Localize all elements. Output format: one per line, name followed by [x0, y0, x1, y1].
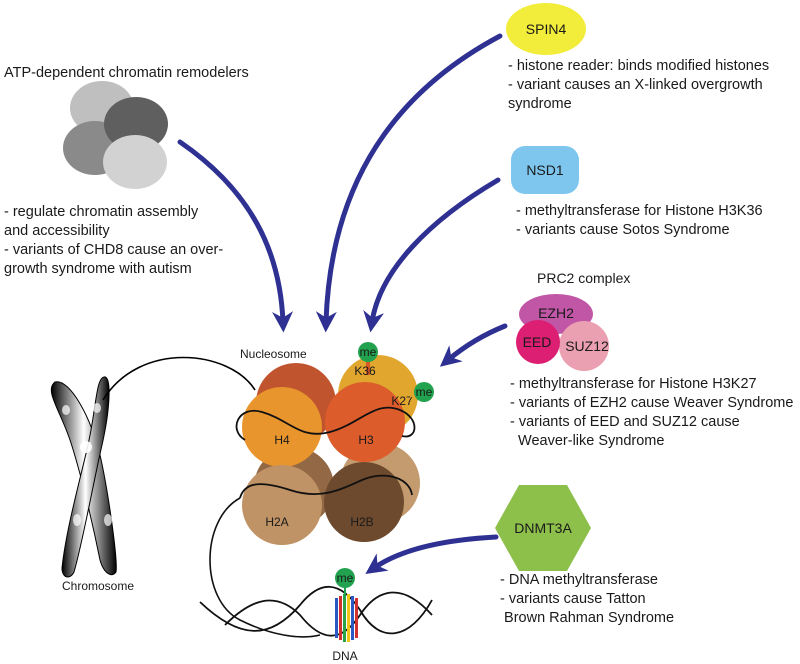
eed-shape [516, 320, 560, 364]
spin4-shape [506, 3, 586, 55]
chromosome-label: Chromosome [62, 579, 134, 593]
h4-label: H4 [274, 433, 290, 447]
prc2-desc-line: - methyltransferase for Histone H3K27 [510, 376, 757, 392]
me-label-dna: me [337, 571, 354, 585]
nsd1-desc-line: - variants cause Sotos Syndrome [516, 222, 730, 238]
dnmt3a-desc-line: - DNA methyltransferase [500, 572, 658, 588]
arrow-nsd1-to-nucleosome [363, 177, 501, 333]
dna-label: DNA [332, 649, 357, 663]
remodelers-description: - regulate chromatin assembly and access… [4, 204, 223, 277]
remodelers-desc-line: - variants of CHD8 cause an over- [4, 242, 223, 258]
spin4-desc-line: - histone reader: binds modified histone… [508, 58, 769, 74]
prc2-title: PRC2 complex [537, 270, 630, 286]
arrow-remodelers-to-nucleosome [177, 139, 294, 333]
h2a-histone [242, 465, 322, 545]
suz12-label: SUZ12 [565, 338, 609, 354]
prc2-desc-line: Weaver-like Syndrome [510, 433, 664, 449]
h2a-label: H2A [265, 515, 288, 529]
nsd1-shape [511, 146, 579, 194]
me-mark-k36 [358, 342, 378, 362]
remodelers-title: ATP-dependent chromatin remodelers [4, 65, 249, 81]
prc2-desc-line: - variants of EZH2 cause Weaver Syndrome [510, 395, 793, 411]
h3-label: H3 [358, 433, 374, 447]
nucleosome-icon [209, 353, 420, 638]
spin4-description: - histone reader: binds modified histone… [508, 58, 769, 112]
prc2-complex-icon [516, 294, 609, 371]
me-mark-dna [335, 568, 355, 588]
dna-exit-line [209, 497, 321, 638]
dnmt3a-desc-line: - variants cause Tatton [500, 591, 646, 607]
spin4-label: SPIN4 [526, 21, 567, 37]
remodeler-complex-icon [63, 81, 168, 189]
remodelers-desc-line: - regulate chromatin assembly [4, 204, 199, 220]
h3-histone [325, 382, 405, 462]
dna-helix-icon [199, 585, 433, 642]
suz12-shape [559, 321, 609, 371]
eed-label: EED [523, 334, 552, 350]
nsd1-description: - methyltransferase for Histone H3K36 - … [516, 203, 763, 238]
dnmt3a-label: DNMT3A [514, 520, 572, 536]
spin4-desc-line: - variant causes an X-linked overgrowth [508, 77, 763, 93]
me-label-k36: me [360, 345, 377, 359]
h2b-label: H2B [350, 515, 373, 529]
arrow-dnmt3a-to-dna [365, 534, 499, 574]
remodelers-desc-line: growth syndrome with autism [4, 261, 192, 277]
remodelers-desc-line: and accessibility [4, 223, 110, 239]
h2b-histone [324, 462, 404, 542]
arrow-spin4-to-nucleosome [315, 33, 503, 333]
ezh2-label: EZH2 [538, 305, 574, 321]
h4-histone [242, 387, 322, 467]
dnmt3a-shape [495, 485, 591, 571]
prc2-description: - methyltransferase for Histone H3K27 - … [510, 376, 793, 449]
k36-label: K36 [354, 364, 376, 378]
nsd1-label: NSD1 [526, 162, 564, 178]
dnmt3a-description: - DNA methyltransferase - variants cause… [500, 572, 674, 626]
spin4-desc-line: syndrome [508, 96, 572, 112]
chromatin-fiber-line [102, 356, 256, 401]
dna-wrap-upper [235, 406, 416, 441]
dna-wrap-lower [239, 474, 413, 499]
me-mark-k27 [414, 382, 434, 402]
nsd1-desc-line: - methyltransferase for Histone H3K36 [516, 203, 763, 219]
k27-label: K27 [391, 394, 413, 408]
prc2-desc-line: - variants of EED and SUZ12 cause [510, 414, 740, 430]
chromosome-icon [50, 376, 117, 578]
me-label-k27: me [416, 385, 433, 399]
nucleosome-title: Nucleosome [240, 347, 307, 361]
arrow-prc2-to-nucleosome [439, 323, 508, 367]
dnmt3a-desc-line: Brown Rahman Syndrome [500, 610, 674, 626]
